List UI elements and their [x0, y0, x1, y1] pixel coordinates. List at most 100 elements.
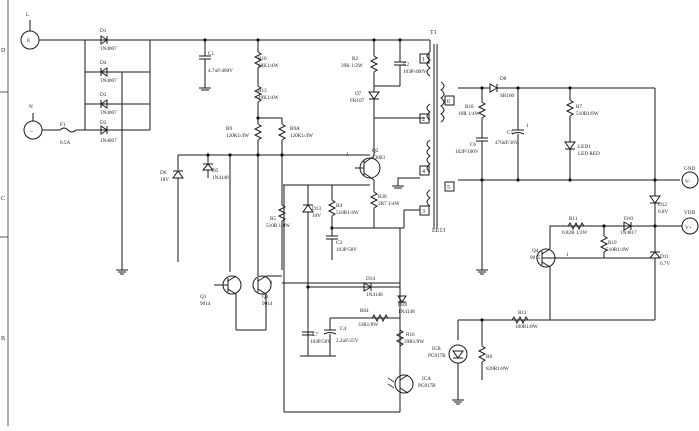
source-n-symbol: ~: [30, 129, 33, 135]
diode-d5: D5 1N4148: [201, 155, 229, 181]
component-label-transformer-pins-1: 2: [422, 117, 425, 123]
component-label-resistors-r64-value: 33R1/8W: [358, 322, 378, 328]
transistor-q1: Q1 9014: [200, 155, 242, 330]
component-label-resistors-r13-value: 49K1/4W: [258, 95, 279, 101]
component-label-capacitors-c1-ref: C1: [208, 51, 214, 57]
component-label-transistors-q4-value: 9015: [530, 255, 541, 261]
component-label-capacitors-c5-value: 470uF/16V: [495, 140, 519, 146]
component-label-diodes-d7-value: FR107: [350, 98, 365, 104]
component-label-diodes-d6-value: 18V: [160, 177, 169, 183]
capacitor-c1: C1 4.7uF/400V: [199, 40, 233, 91]
component-label-resistors-r9a-value: 120K1/4W: [290, 133, 313, 139]
component-label-resistors-r12-value: 100R1/8W: [515, 324, 538, 330]
component-label-diodes-d3-value: 1N4007: [100, 110, 117, 116]
zener-d6: D6 18V: [160, 155, 184, 262]
component-label-resistors-r7-value: 510R1/8W: [576, 111, 599, 117]
component-label-optocoupler-ic_b-ref: ICB: [432, 346, 441, 352]
edge-letter-d: D: [1, 48, 6, 54]
component-label-resistors-r9a-ref: R9A: [290, 126, 300, 132]
component-label-resistors-r30-ref: R30: [378, 194, 387, 200]
component-label-capacitors-c3-value: 103P/50V: [336, 247, 357, 253]
component-label-capacitors-c2-ref: C2: [403, 62, 409, 68]
component-label-outputs-vdd_label: VDD: [684, 210, 695, 216]
component-label-diodes-d2-value: 1N4007: [100, 138, 117, 144]
component-label-transformer-pins-4: 5: [447, 185, 450, 191]
component-label-diodes-d4-ref: D4: [100, 60, 107, 66]
component-label-transistors-q4-ref: Q4: [532, 248, 539, 254]
component-label-transistors-q1-ref: Q1: [200, 294, 207, 300]
component-label-led-value: LED RED: [578, 151, 600, 157]
component-label-capacitors-c7-ref: C7: [312, 332, 318, 338]
component-label-diodes-d3-ref: D3: [100, 92, 107, 98]
component-label-transformer-pins-2: 3: [422, 209, 425, 215]
component-label-diodes-d7-ref: D7: [355, 91, 362, 97]
zener-d13: D13 10V: [302, 185, 321, 340]
component-label-resistors-r16-ref: R16: [406, 332, 415, 338]
component-label-diodes-d2-ref: D2: [100, 120, 107, 126]
fuse-f1: F1 0.5A: [59, 122, 85, 146]
transformer-t1: T1 EE13 1 2 3 4 5 6: [419, 30, 455, 234]
component-label-diodes-d1-value: 1N4007: [100, 46, 117, 52]
optocoupler-icb: ICB PC817B: [428, 319, 468, 405]
resistor-r4-cap-c3: R4 510R1/4W C3 103P/50V: [283, 184, 370, 260]
component-label-transformer-ref: T1: [430, 30, 437, 36]
resistor-r5: R5 510R 1/8W: [266, 155, 290, 270]
component-label-transformer-pins-5: 6: [447, 99, 450, 105]
frame-left: D C B: [0, 0, 9, 426]
component-label-resistors-r16-value: 39R1/8W: [404, 339, 424, 345]
component-label-resistors-r19-value: 510R1/4W: [606, 247, 629, 253]
component-label-capacitors-c3-ref: C3: [336, 240, 342, 246]
component-label-diodes-d12-value: 6.8V: [658, 209, 668, 215]
optocoupler-ica: ICA PC817B: [387, 374, 436, 394]
component-label-diodes-d10-ref: D10: [624, 216, 633, 222]
component-label-resistors-r2-ref: R2: [352, 56, 358, 62]
ac-source-l: L E: [20, 12, 85, 50]
feedback-primary: D14 1N4148 R64 33R1/8W D28 1N4148 C7 104…: [300, 276, 424, 370]
component-label-capacitors-c6-value: 102P/100V: [455, 149, 479, 155]
component-label-diodes-d11-value: 6.7V: [660, 261, 670, 267]
diode-d1: D1 1N4007: [100, 28, 117, 52]
secondary-output: D8 SR160 R18 10R 1/4W C6 102P/100V 1 C5 …: [455, 76, 680, 275]
component-label-resistors-r8-ref: R8: [486, 354, 492, 360]
component-label-transistors-q1-value: 9014: [200, 301, 211, 307]
component-label-outputs-gnd_label: GND: [684, 166, 695, 172]
component-label-led-ref: LED1: [578, 144, 591, 150]
component-label-resistors-r4-value: 510R1/4W: [336, 210, 359, 216]
component-label-capacitors-c2-value: 103P/400V: [403, 69, 427, 75]
component-label-transformer-ref_bottom: EE13: [432, 228, 445, 234]
edge-letter-c: C: [1, 196, 5, 202]
current-sense: R11 0.82R 1/2W D10 1N4817 R19 510R1/4W D…: [466, 216, 670, 380]
component-label-optocoupler-ic_b-value: PC817B: [428, 353, 446, 359]
component-label-resistors-r9-value: 120K1/4W: [226, 133, 249, 139]
component-label-diodes-d1-ref: D1: [100, 28, 107, 34]
component-label-diodes-d8-ref: D8: [500, 76, 507, 82]
component-label-outputs-gnd_symbol: V-: [685, 179, 690, 185]
component-label-capacitors-c6-ref: C6: [470, 142, 476, 148]
source-l-label: L: [26, 12, 29, 18]
ground-symbol-bridge: [116, 269, 128, 275]
component-label-diodes-d28-ref: D28: [398, 302, 407, 308]
fuse-ref: F1: [60, 122, 66, 128]
source-l-symbol: E: [27, 38, 30, 44]
edge-letter-b: B: [1, 336, 5, 342]
component-label-diodes-d8-value: SR160: [500, 93, 515, 99]
component-label-capacitors-c4-ref: C4: [340, 326, 346, 332]
component-label-optocoupler-ic_a-value: PC817B: [418, 383, 436, 389]
bridge-rectifier: D1 1N4007 D4 1N4007 D3 1N4007 D2 1N4007: [84, 28, 151, 270]
transistor-q3: Q3 9014 1: [252, 155, 282, 330]
component-label-diodes-d5-ref: D5: [212, 168, 219, 174]
ac-source-n: N ~: [23, 104, 60, 140]
gnd-terminal: [681, 171, 699, 189]
component-label-resistors-r8-value: 820R1/8W: [486, 366, 509, 372]
component-label-capacitors-c1-value: 4.7uF/400V: [208, 68, 233, 74]
component-label-capacitors-c4-value: 2.2uF/25V: [336, 338, 359, 344]
diode-d4: D4 1N4007: [100, 60, 117, 84]
component-label-optocoupler-ic_a-ref: ICA: [422, 376, 431, 382]
component-label-outputs-vdd_symbol: V+: [685, 225, 692, 231]
component-label-transformer-pins-3: 4: [422, 169, 425, 175]
diode-d2: D2 1N4007: [100, 120, 117, 144]
component-label-resistors-r10-value: 68K1/4W: [258, 63, 279, 69]
component-label-transistors-q2-value: 13003: [372, 155, 385, 161]
